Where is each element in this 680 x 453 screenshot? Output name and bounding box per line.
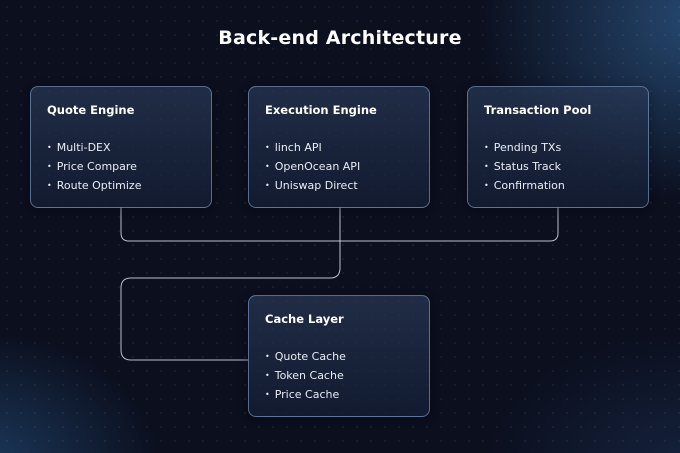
quote-engine-title: Quote Engine	[47, 103, 135, 117]
list-item: Price Compare	[47, 157, 211, 176]
list-item: linch API	[265, 138, 429, 157]
list-item: Uniswap Direct	[265, 176, 429, 195]
execution-engine-title: Execution Engine	[265, 103, 377, 117]
list-item: Multi-DEX	[47, 138, 211, 157]
list-item: Confirmation	[484, 176, 648, 195]
cache-layer-box: Cache Layer Quote Cache Token Cache Pric…	[248, 295, 430, 417]
list-item: Pending TXs	[484, 138, 648, 157]
quote-engine-box: Quote Engine Multi-DEX Price Compare Rou…	[30, 86, 212, 208]
transaction-pool-box: Transaction Pool Pending TXs Status Trac…	[467, 86, 649, 208]
connector-to-cache	[120, 207, 341, 361]
execution-engine-box: Execution Engine linch API OpenOcean API…	[248, 86, 430, 208]
list-item: Route Optimize	[47, 176, 211, 195]
list-item: Price Cache	[265, 385, 429, 404]
list-item: Token Cache	[265, 366, 429, 385]
transaction-pool-title: Transaction Pool	[484, 103, 592, 117]
diagram-title: Back-end Architecture	[218, 27, 462, 49]
list-item: Status Track	[484, 157, 648, 176]
cache-layer-title: Cache Layer	[265, 312, 344, 326]
list-item: Quote Cache	[265, 347, 429, 366]
list-item: OpenOcean API	[265, 157, 429, 176]
